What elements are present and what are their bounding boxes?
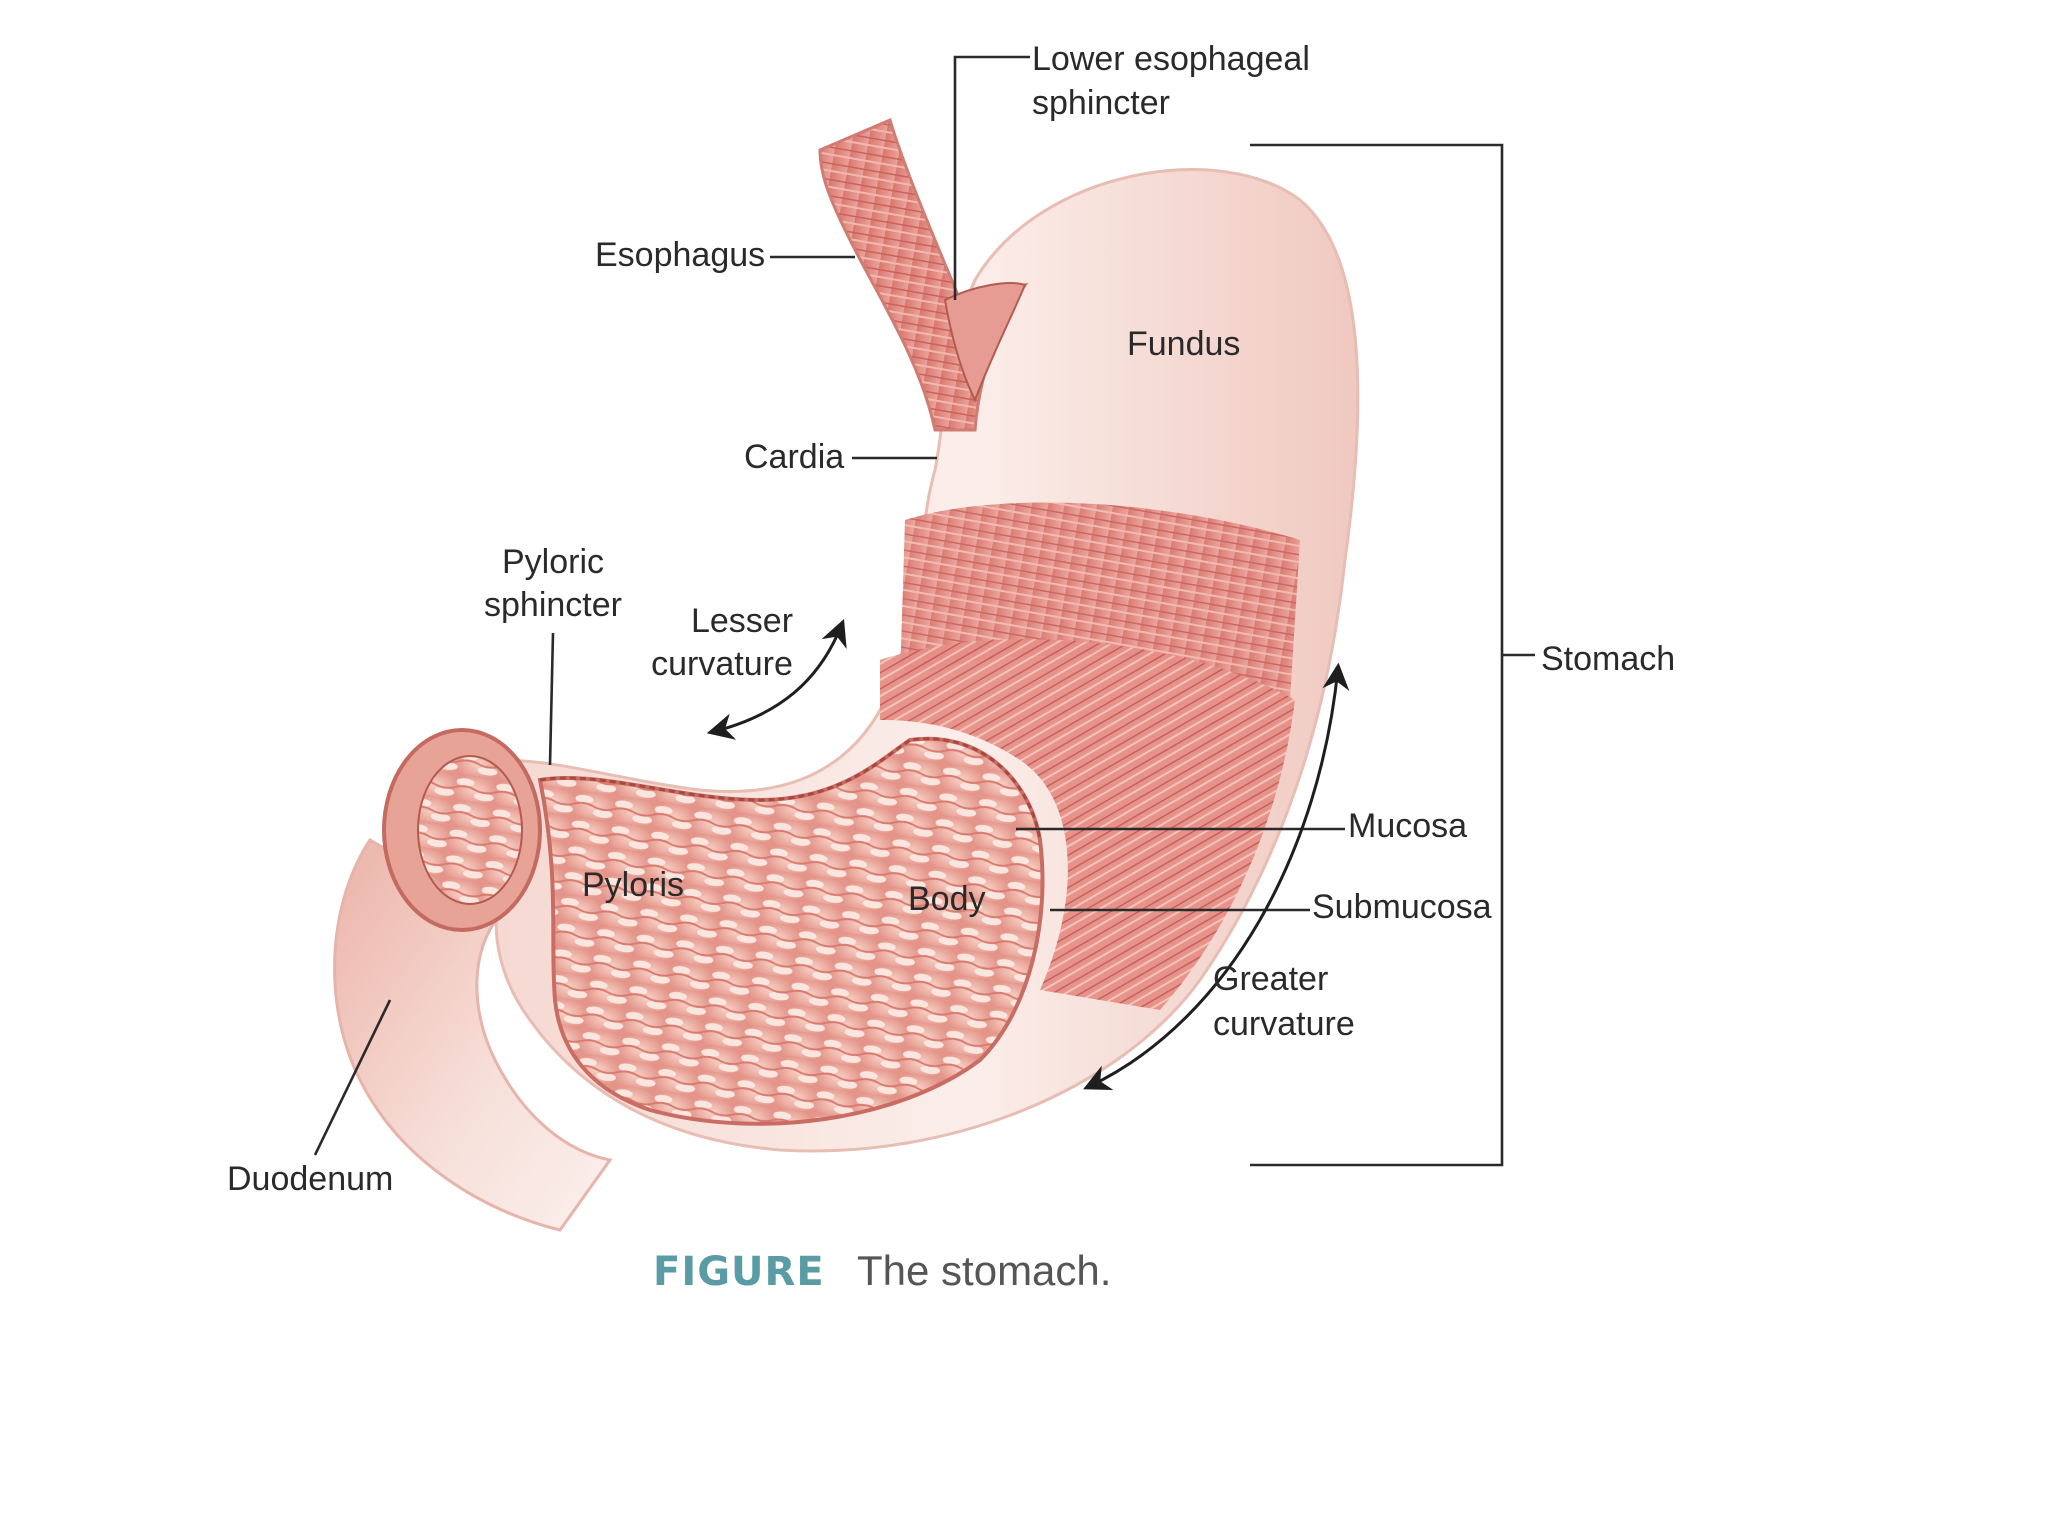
label-lesser-curvature-2: curvature bbox=[651, 645, 793, 683]
label-cardia: Cardia bbox=[744, 438, 844, 476]
label-body: Body bbox=[908, 880, 986, 918]
label-pyloris: Pyloris bbox=[582, 866, 684, 904]
label-lower-esophageal-sphincter: Lower esophageal bbox=[1032, 40, 1310, 78]
label-greater-curvature: Greater bbox=[1213, 960, 1328, 998]
label-stomach: Stomach bbox=[1541, 640, 1675, 678]
label-greater-curvature-2: curvature bbox=[1213, 1005, 1355, 1043]
figure-caption: The stomach. bbox=[857, 1247, 1111, 1294]
figure-tag: FIGURE bbox=[653, 1249, 825, 1295]
label-fundus: Fundus bbox=[1127, 325, 1240, 363]
label-lower-esophageal-sphincter-2: sphincter bbox=[1032, 84, 1170, 122]
label-lesser-curvature: Lesser bbox=[691, 602, 793, 640]
pyloric-inner bbox=[418, 756, 522, 904]
label-esophagus: Esophagus bbox=[595, 236, 765, 274]
label-mucosa: Mucosa bbox=[1348, 807, 1467, 845]
label-pyloric-sphincter: Pyloric bbox=[502, 543, 604, 581]
label-submucosa: Submucosa bbox=[1312, 888, 1492, 926]
leader-pyloric bbox=[550, 633, 553, 765]
label-duodenum: Duodenum bbox=[227, 1160, 393, 1198]
label-pyloric-sphincter-2: sphincter bbox=[484, 586, 622, 624]
